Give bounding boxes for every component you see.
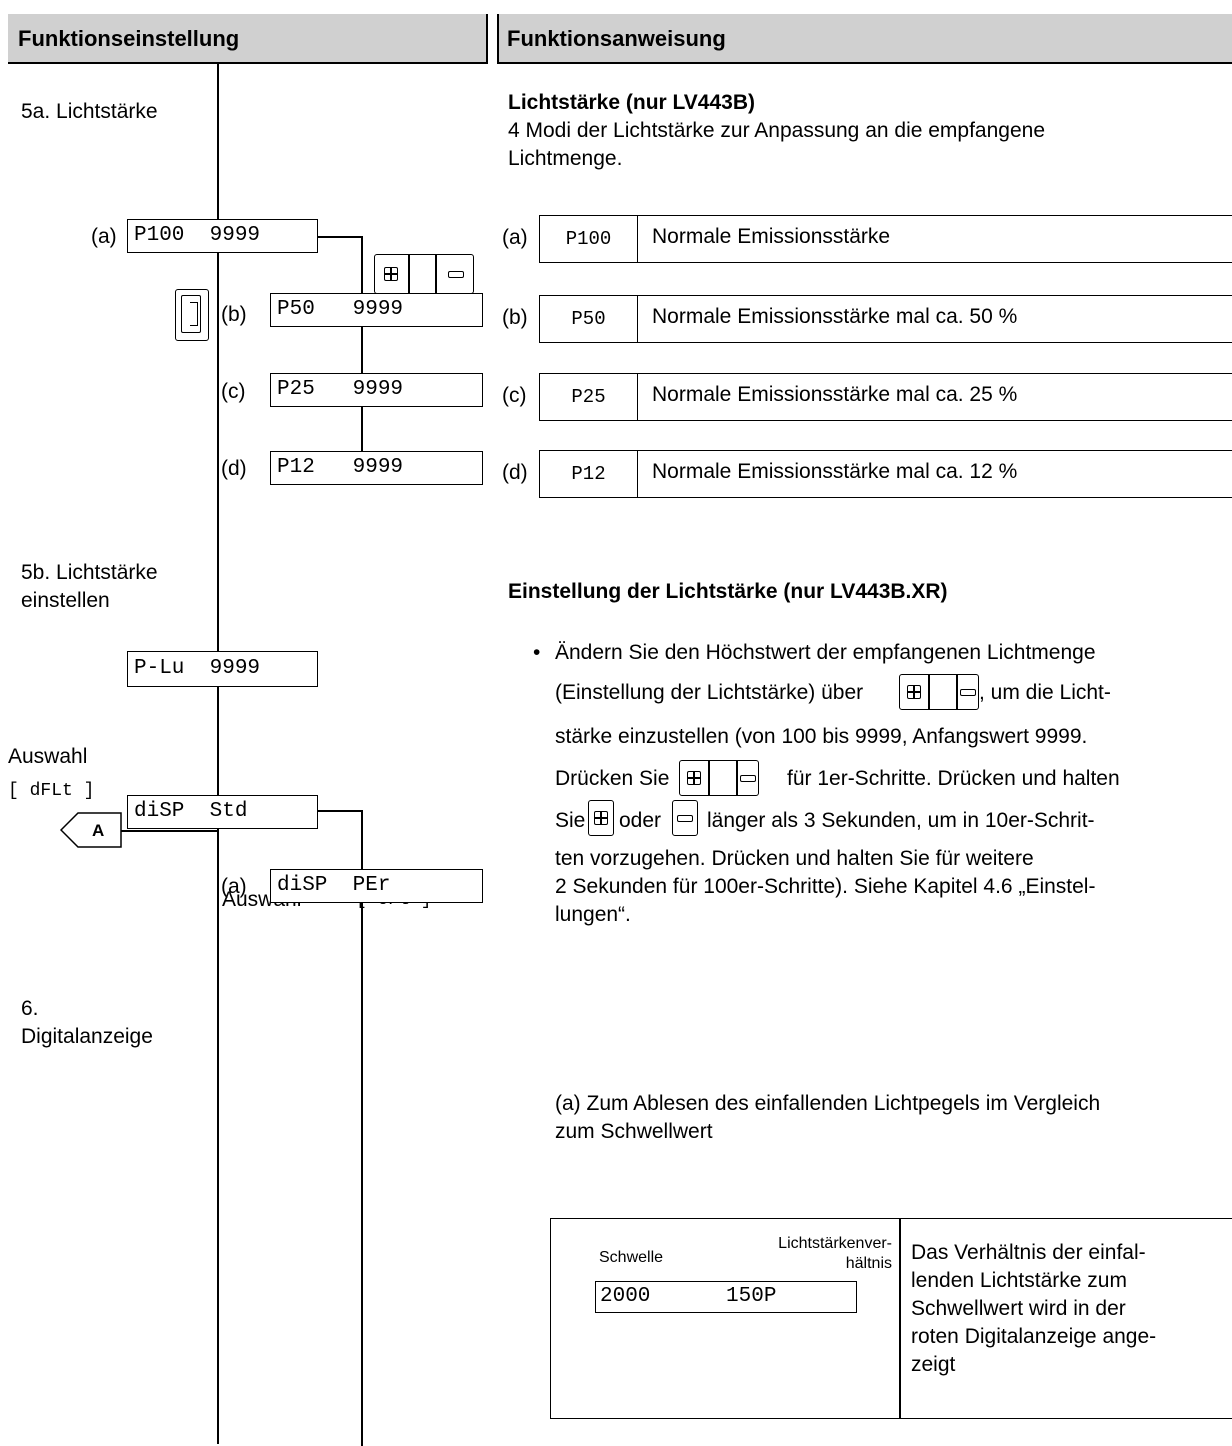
para-line-4a: Drücken Sie [555, 767, 670, 790]
box-divider [899, 1219, 901, 1418]
mode-button[interactable] [175, 289, 209, 341]
section-5b-label-2: einstellen [21, 589, 110, 612]
auswahl-default-code: [ dFLt ] [8, 781, 95, 801]
left-header-title: Funktionseinstellung [18, 26, 240, 51]
marker-a-icon [60, 812, 122, 848]
ratio-label-1: Lichtstärkenver- [778, 1235, 892, 1252]
inline-plus-minus-button [899, 674, 979, 710]
auswahl-default-label: Auswahl [8, 745, 88, 768]
schwelle-label: Schwelle [599, 1249, 664, 1266]
mode-icon-inner [190, 302, 198, 326]
plus-icon [594, 811, 608, 825]
para-line-5b: oder [619, 809, 662, 832]
display-d-label: (d) [221, 457, 247, 480]
lichtstaerke-desc-1: 4 Modi der Lichtstärke zur Anpassung an … [508, 119, 1046, 142]
box-desc-4: roten Digitalanzeige ange- [911, 1325, 1157, 1348]
display-c-label: (c) [221, 380, 246, 403]
para-line-2a: (Einstellung der Lichtstärke) über [555, 681, 864, 704]
display-p25: P25 9999 [270, 373, 483, 407]
plus-icon [384, 267, 398, 281]
box-desc-3: Schwellwert wird in der [911, 1297, 1126, 1320]
section-5b-label: 5b. Lichtstärke [21, 561, 158, 584]
button-divider [408, 255, 410, 293]
right-header-title: Funktionsanweisung [507, 26, 726, 51]
inline-minus-button [672, 800, 698, 836]
note-line-1: (a) Zum Ablesen des einfallenden Lichtpe… [555, 1092, 1101, 1115]
tree-connector-a [120, 830, 218, 832]
display-a-label: (a) [91, 225, 117, 248]
para-line-3: stärke einzustellen (von 100 bis 9999, A… [555, 725, 1088, 748]
inline-plus-button [588, 800, 614, 836]
display-p50: P50 9999 [270, 293, 483, 327]
bullet: • [533, 641, 541, 664]
display-p100: P100 9999 [127, 219, 318, 253]
inline-plus-minus-button [679, 760, 759, 796]
tree-connector-1 [317, 236, 362, 238]
left-header: Funktionseinstellung [8, 14, 486, 64]
section-5a-label: 5a. Lichtstärke [21, 100, 158, 123]
tree-branch-line-1 [361, 236, 363, 474]
minus-icon [740, 775, 756, 782]
para-line-4b: für 1er-Schritte. Drücken und halten [787, 767, 1120, 790]
lichtstaerke-desc-2: Lichtmenge. [508, 147, 623, 170]
tree-connector-2 [317, 810, 362, 812]
note-line-2: zum Schwellwert [555, 1120, 713, 1143]
para-line-8: lungen“. [555, 903, 631, 926]
ratio-label-2: hältnis [845, 1255, 892, 1272]
minus-icon [960, 689, 976, 696]
para-line-7: 2 Sekunden für 100er-Schritte). Siehe Ka… [555, 875, 1096, 898]
tree-branch-line-2 [361, 810, 363, 1446]
para-line-1: Ändern Sie den Höchstwert der empfangene… [555, 641, 1096, 664]
mode-icon [181, 295, 201, 333]
section-6-label: 6. [21, 997, 39, 1020]
plus-icon [687, 771, 701, 785]
display-info-box: Schwelle Lichtstärkenver- hältnis 2000 1… [550, 1218, 1232, 1419]
display-p12: P12 9999 [270, 451, 483, 485]
plus-minus-button[interactable] [374, 254, 474, 294]
box-desc-1: Das Verhältnis der einfal- [911, 1241, 1146, 1264]
box-desc-2: lenden Lichtstärke zum [911, 1269, 1127, 1292]
header-divider-right [497, 14, 499, 64]
minus-icon [448, 271, 464, 278]
einstellung-title: Einstellung der Lichtstärke (nur LV443B.… [508, 580, 948, 603]
display-disp-std: diSP Std [127, 795, 318, 829]
minus-icon [677, 815, 693, 822]
ratio-display: 2000 150P [595, 1281, 857, 1313]
header-divider-left [486, 14, 488, 64]
marker-a-label: A [92, 821, 105, 840]
plus-icon [907, 685, 921, 699]
display-p-lu: P-Lu 9999 [127, 651, 318, 687]
para-line-5a: Sie [555, 809, 586, 832]
box-desc-5: zeigt [911, 1353, 956, 1376]
right-header: Funktionsanweisung [497, 14, 1232, 64]
display-b-label: (b) [221, 303, 247, 326]
section-6-label-2: Digitalanzeige [21, 1025, 153, 1048]
button-divider [435, 255, 437, 293]
display-disp-per: diSP PEr [270, 869, 483, 903]
lichtstaerke-title: Lichtstärke (nur LV443B) [508, 91, 756, 114]
display-per-label: (a) [221, 875, 247, 898]
para-line-2b: , um die Licht- [979, 681, 1111, 704]
para-line-5c: länger als 3 Sekunden, um in 10er-Schrit… [707, 809, 1095, 832]
tree-main-line [217, 64, 219, 1444]
para-line-6: ten vorzugehen. Drücken und halten Sie f… [555, 847, 1034, 870]
